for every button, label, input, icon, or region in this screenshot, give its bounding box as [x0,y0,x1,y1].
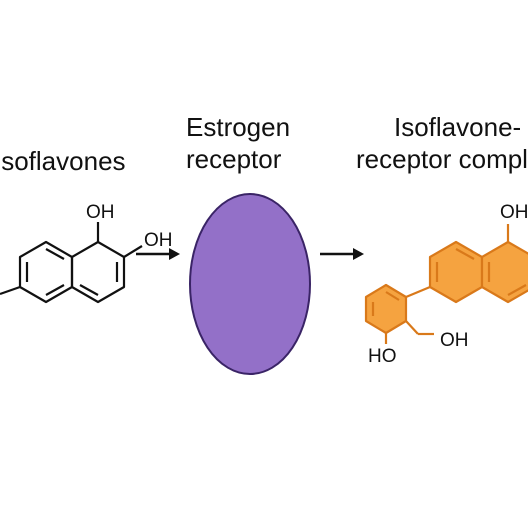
isoflavone-double-bond [45,248,65,260]
complex-oh-top: OH [500,202,528,223]
isoflavone-bond-oh-right [123,245,143,258]
complex-molecule [364,224,528,344]
arrow-to-complex [320,248,364,260]
isoflavones-label: Isoflavones [0,146,126,176]
isoflavone-double-bond [79,284,99,296]
estrogen-receptor-label-line2: receptor [186,144,282,174]
isoflavone-oh-right: OH [144,230,173,251]
isoflavone-molecule [0,222,143,304]
arrow-to-receptor [136,248,180,260]
isoflavone-double-bond [45,284,65,296]
estrogen-receptor-shape [189,193,311,375]
isoflavone-oh-top: OH [86,202,115,223]
complex-ring-b [480,240,528,304]
isoflavone-bond-left-stub [0,285,21,296]
complex-ho-bottom: HO [368,346,397,367]
complex-label-line1: Isoflavone- [394,112,522,142]
complex-label-line2: receptor complex [356,144,528,174]
complex-oh-bottom: OH [440,330,469,351]
estrogen-receptor-label-line1: Estrogen [186,112,291,142]
